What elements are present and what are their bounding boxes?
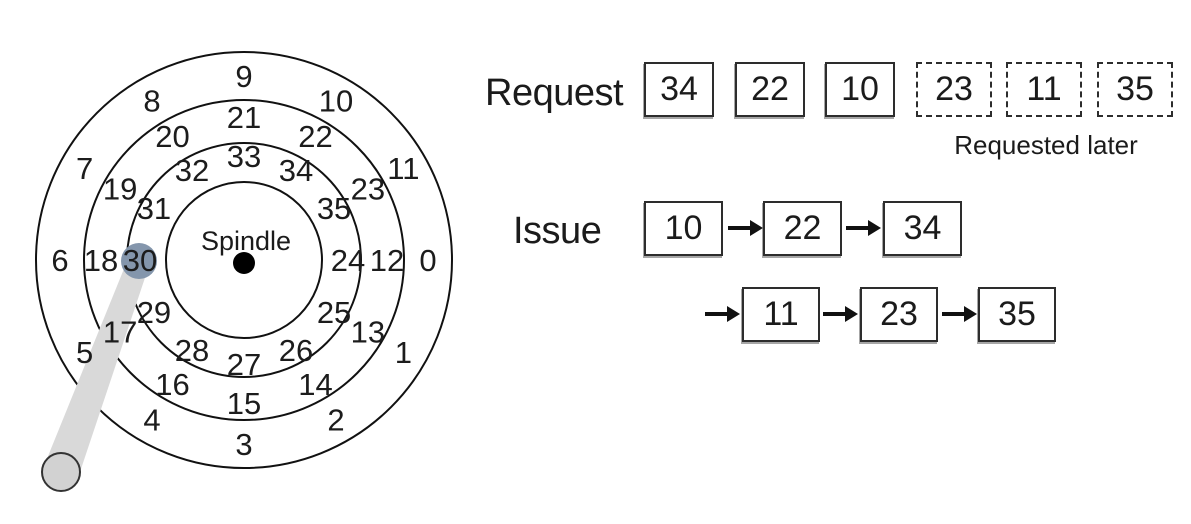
issue-row-label: Issue (513, 210, 602, 252)
sector-number-18: 18 (84, 243, 118, 278)
sector-number-11: 11 (387, 151, 419, 186)
sector-number-9: 9 (235, 59, 252, 94)
sector-number-1: 1 (395, 335, 412, 370)
sector-number-35: 35 (317, 191, 351, 226)
sector-number-32: 32 (175, 153, 209, 188)
sector-number-8: 8 (143, 84, 160, 119)
sector-number-24: 24 (331, 243, 365, 278)
sector-number-21: 21 (227, 100, 261, 135)
sector-number-34: 34 (279, 153, 313, 188)
flow-arrow-icon (705, 303, 740, 325)
spindle-dot (233, 252, 255, 274)
sector-number-3: 3 (235, 427, 252, 462)
issue-box-22: 22 (763, 201, 842, 256)
sector-number-7: 7 (76, 151, 93, 186)
request-later-box-23: 23 (916, 62, 992, 117)
sector-number-20: 20 (155, 119, 189, 154)
flow-arrow-icon (846, 217, 881, 239)
sector-number-17: 17 (103, 315, 137, 350)
sector-number-14: 14 (298, 367, 332, 402)
sector-number-4: 4 (143, 402, 160, 437)
sector-number-13: 13 (351, 315, 385, 350)
disk-arm (44, 257, 150, 479)
sector-number-25: 25 (317, 295, 351, 330)
disk-diagram: Spindle012345678910111213141516171819202… (35, 51, 453, 492)
sector-number-30: 30 (123, 243, 157, 278)
sector-number-0: 0 (419, 243, 436, 278)
disk-track-circle (165, 181, 323, 339)
requested-later-caption: Requested later (954, 130, 1138, 160)
sector-number-16: 16 (155, 367, 189, 402)
sector-number-19: 19 (103, 172, 137, 207)
disk-track-circle (35, 51, 453, 469)
sector-number-22: 22 (298, 119, 332, 154)
flow-arrow-icon (942, 303, 977, 325)
sector-number-23: 23 (351, 172, 385, 207)
sector-number-28: 28 (175, 333, 209, 368)
sector-number-29: 29 (137, 295, 171, 330)
request-box-22: 22 (735, 62, 805, 117)
sector-number-31: 31 (137, 191, 171, 226)
issue-box-11: 11 (742, 287, 820, 342)
disk-arm-pivot (41, 452, 81, 492)
disk-track-circle (83, 99, 405, 421)
sector-number-6: 6 (51, 243, 68, 278)
sector-number-12: 12 (370, 243, 404, 278)
request-box-34: 34 (644, 62, 714, 117)
spindle-label: Spindle (201, 226, 291, 256)
sector-number-27: 27 (227, 347, 261, 382)
issue-box-35: 35 (978, 287, 1056, 342)
sector-number-10: 10 (319, 84, 353, 119)
sector-number-15: 15 (227, 386, 261, 421)
sector-number-33: 33 (227, 139, 261, 174)
flow-arrow-icon (728, 217, 763, 239)
flow-arrow-icon (823, 303, 858, 325)
request-row-label: Request (485, 72, 624, 114)
request-later-box-35: 35 (1097, 62, 1173, 117)
issue-box-10: 10 (644, 201, 723, 256)
head-position-highlight (121, 243, 157, 279)
sector-number-2: 2 (327, 402, 344, 437)
request-later-box-11: 11 (1006, 62, 1082, 117)
issue-box-34: 34 (883, 201, 962, 256)
sector-number-5: 5 (76, 335, 93, 370)
sector-number-26: 26 (279, 333, 313, 368)
request-box-10: 10 (825, 62, 895, 117)
issue-box-23: 23 (860, 287, 938, 342)
